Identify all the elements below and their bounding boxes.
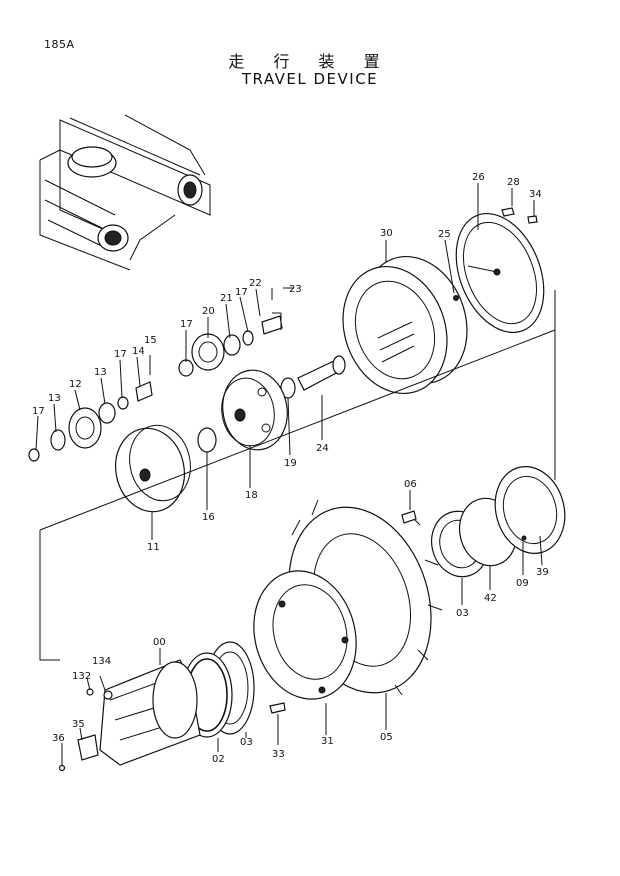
part-label: 31 (321, 736, 334, 747)
part-label: 16 (202, 512, 215, 523)
part-31-housing (253, 570, 357, 700)
part-label: 34 (529, 189, 542, 200)
page-number: 185A (44, 38, 75, 51)
part-26-cover (455, 207, 545, 334)
part-label: 20 (202, 306, 215, 317)
part-label: 36 (52, 733, 65, 744)
part-00-motor (58, 641, 286, 772)
part-label: 19 (284, 458, 297, 469)
part-label: 24 (316, 443, 329, 454)
part-label: 18 (245, 490, 258, 501)
part-label: 28 (507, 177, 520, 188)
part-label: 14 (132, 346, 145, 357)
part-label: 03 (240, 737, 253, 748)
part-label: 25 (438, 229, 451, 240)
part-label: 39 (536, 567, 549, 578)
part-11-16-carrier (115, 424, 217, 513)
part-label: 21 (220, 293, 233, 304)
undercarriage-inset (39, 114, 211, 271)
part-label: 35 (72, 719, 85, 730)
part-label: 17 (114, 349, 127, 360)
part-24-shaft (280, 355, 346, 399)
part-label: 17 (180, 319, 193, 330)
part-label: 13 (48, 393, 61, 404)
part-label: 00 (153, 637, 166, 648)
part-label: 134 (92, 656, 111, 667)
part-label: 30 (380, 228, 393, 239)
part-label: 02 (212, 754, 225, 765)
part-label: 23 (289, 284, 302, 295)
part-label: 42 (484, 593, 497, 604)
part-label: 132 (72, 671, 91, 682)
part-label: 17 (235, 287, 248, 298)
part-30-ring-gear (342, 255, 468, 395)
title-japanese: 走 行 装 置 (228, 52, 392, 71)
part-label: 06 (404, 479, 417, 490)
part-labels: 26 28 34 30 25 22 23 21 17 20 17 15 14 1… (32, 172, 549, 765)
part-label: 09 (516, 578, 529, 589)
part-label: 11 (147, 542, 160, 553)
part-label: 26 (472, 172, 485, 183)
part-12-13-14-gear-set (28, 355, 153, 462)
title-english: TRAVEL DEVICE (241, 70, 379, 88)
part-label: 22 (249, 278, 262, 289)
part-label: 13 (94, 367, 107, 378)
part-label: 03 (456, 608, 469, 619)
part-label: 05 (380, 732, 393, 743)
part-03-42-39-seals (401, 465, 566, 578)
part-label: 17 (32, 406, 45, 417)
part-18-carrier (221, 369, 288, 451)
leader-lines (35, 183, 556, 765)
part-label: 12 (69, 379, 82, 390)
part-label: 33 (272, 749, 285, 760)
part-label: 15 (144, 335, 157, 346)
